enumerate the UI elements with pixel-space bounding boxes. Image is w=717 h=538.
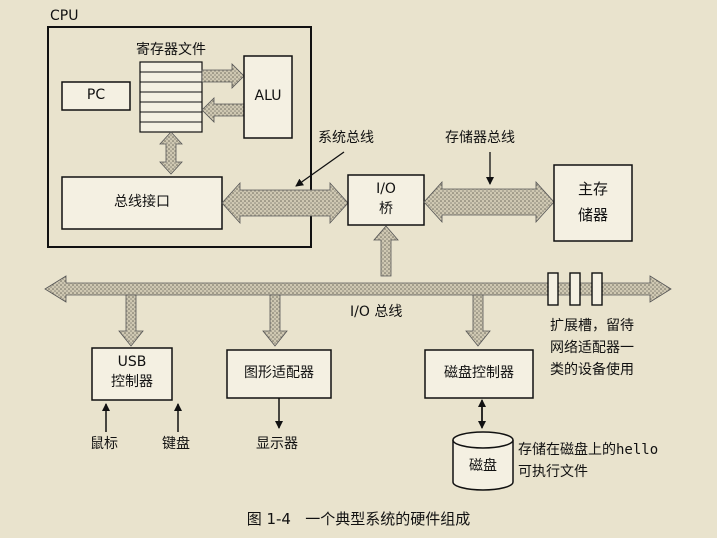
disk-controller-box [424,349,534,399]
system-bus-arrow [221,181,349,225]
bus-interface-label: 总线接口 [114,194,170,210]
pc-box [61,81,131,111]
figure-caption: 图 1-4 一个典型系统的硬件组成 [246,510,471,528]
expansion-slot-2 [569,272,581,306]
io-bridge-box [347,174,425,226]
io-bridge-to-io-bus-arrow [373,225,399,277]
main-memory-box [553,164,633,242]
bus-interface-box [61,176,223,230]
register-file-label: 寄存器文件 [136,42,206,58]
graphics-adapter-box [226,349,332,399]
alu-box [243,55,293,139]
system-bus-pointer [295,151,345,187]
io-bus-to-usb-arrow [118,294,144,347]
io-bus-label: I/O 总线 [350,304,403,320]
disk-note-line1: 存储在磁盘上的hello [518,442,658,460]
disk-controller-label: 磁盘控制器 [444,365,514,381]
memory-bus-arrow [423,180,555,224]
disk-label: 磁盘 [469,458,497,474]
disk-note-line1-text: 存储在磁盘上的 [518,442,616,458]
keyboard-label: 键盘 [162,436,190,452]
disk-note-line2: 可执行文件 [518,464,588,480]
expansion-slot-1 [547,272,559,306]
io-bridge-label-line1: I/O [376,181,396,197]
usb-controller-label-line2: 控制器 [111,374,153,390]
expansion-slots-label-line1: 扩展槽，留待 [550,318,634,334]
cpu-box [47,26,312,248]
io-bridge-label-line2: 桥 [379,201,393,217]
graphics-adapter-label: 图形适配器 [244,365,314,381]
memory-bus-label: 存储器总线 [445,130,515,146]
regfile-bus-interface-arrow [159,131,183,175]
main-memory-label-line2: 储器 [577,206,608,224]
expansion-slots-label-line3: 类的设备使用 [550,362,634,378]
regfile-to-alu-arrow [201,63,245,89]
pc-label: PC [86,87,106,103]
mouse-label: 鼠标 [90,436,118,452]
io-bus-to-graphics-arrow [262,294,288,347]
expansion-slots-label-line2: 网络适配器一 [550,340,634,356]
system-bus-label: 系统总线 [318,130,374,146]
register-file-grid [139,61,203,133]
usb-controller-label-line1: USB [117,354,147,370]
main-memory-label-line1: 主存 [577,180,608,198]
io-bus-to-disk-controller-arrow [465,294,491,347]
alu-to-regfile-arrow [201,97,245,123]
alu-label: ALU [254,88,282,104]
display-label: 显示器 [256,436,298,452]
usb-controller-box [91,347,173,401]
disk-cylinder [452,431,514,491]
expansion-slot-3 [591,272,603,306]
io-bus-arrow [44,275,672,303]
hello-code-text: hello [616,442,659,458]
cpu-label: CPU [50,8,79,24]
